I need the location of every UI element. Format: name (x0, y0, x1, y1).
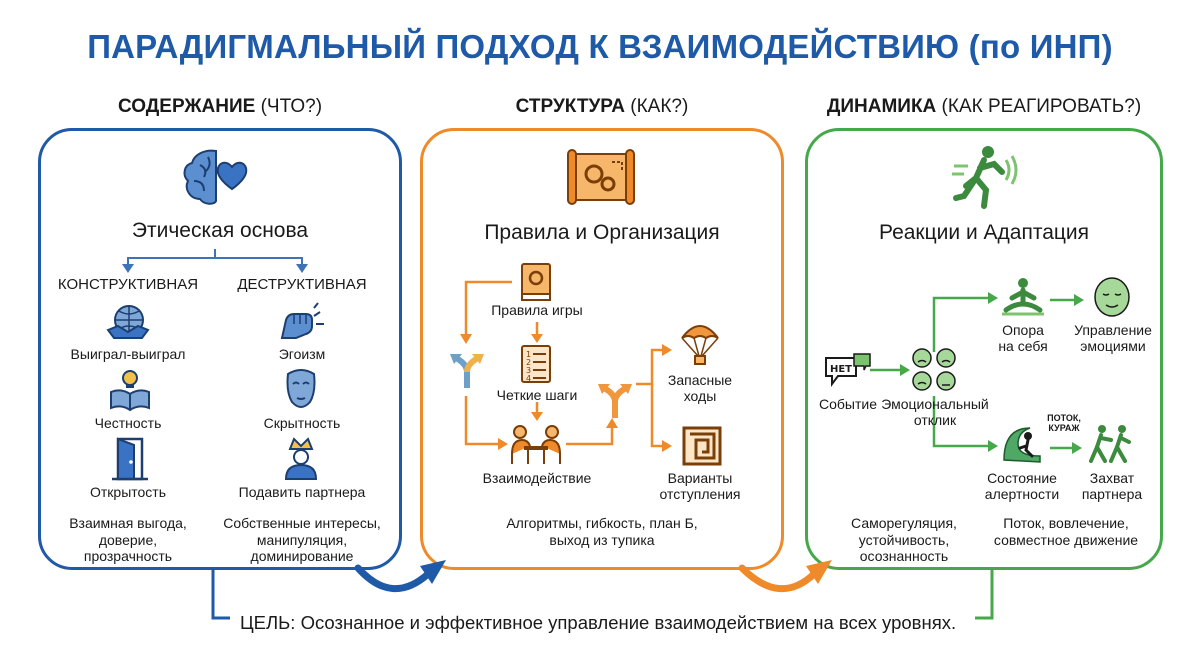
parachute-icon (681, 325, 719, 365)
event-label: Событие (819, 396, 877, 412)
crowned-person-icon (284, 437, 318, 480)
destructive-label: ДЕСТРУКТИВНАЯ (237, 276, 367, 293)
goal-line-right (975, 568, 994, 620)
constructive-caption: Взаимная выгода,доверие,прозрачность (69, 515, 187, 565)
maze-icon (682, 426, 722, 466)
structure-panel (420, 128, 784, 570)
open-door-icon (112, 437, 148, 481)
content-panel (38, 128, 402, 570)
openness-label: Открытость (89, 484, 167, 500)
fork-arrow-orange-icon (598, 384, 632, 418)
rulebook-icon (521, 263, 551, 301)
svg-text:1: 1 (526, 350, 531, 359)
page-title: ПАРАДИГМАЛЬНЫЙ ПОДХОД К ВЗАИМОДЕЙСТВИЮ (… (87, 28, 1113, 65)
content-column-header: СОДЕРЖАНИЕ (ЧТО?) (117, 96, 323, 117)
dynamics-subtitle: Реакции и Адаптация (878, 221, 1090, 244)
surfer-wave-icon (1003, 427, 1041, 463)
structure-caption: Алгоритмы, гибкость, план Б,выход из туп… (506, 515, 698, 548)
dynamics-column-header: ДИНАМИКА (КАК РЕАГИРОВАТЬ?) (826, 96, 1142, 117)
dynamics-caption-left: Саморегуляция,устойчивость,осознанность (851, 515, 957, 565)
goal-line-left (211, 568, 230, 620)
running-figure-icon (952, 146, 1018, 209)
book-lightbulb-icon (110, 370, 150, 412)
brain-heart-icon (183, 149, 248, 205)
suppress-partner-label: Подавить партнера (238, 484, 366, 500)
event-speech-bubble-icon: НЕТ (825, 353, 871, 387)
event-badge-text: НЕТ (830, 364, 852, 375)
egoism-label: Эгоизм (278, 346, 326, 362)
blueprint-gears-icon (567, 149, 635, 205)
arrow-structure-to-dynamics (738, 564, 818, 592)
dynamics-caption-right: Поток, вовлечение,совместное движение (993, 515, 1139, 548)
svg-text:2: 2 (526, 358, 531, 367)
arrow-content-to-structure (354, 564, 432, 592)
rules-label: Правила игры (491, 302, 583, 318)
structure-column-header: СТРУКТУРА (КАК?) (515, 96, 689, 117)
honesty-label: Честность (94, 415, 162, 431)
meditation-figure-icon (1002, 278, 1044, 316)
interaction-label: Взаимодействие (482, 470, 592, 486)
destructive-caption: Собственные интересы,манипуляция,доминир… (223, 515, 381, 565)
dynamics-flow-arrows (870, 292, 1084, 454)
constructive-label: КОНСТРУКТИВНАЯ (57, 276, 199, 293)
svg-text:4: 4 (526, 374, 531, 383)
meeting-table-icon (511, 425, 561, 464)
steps-label: Четкие шаги (496, 387, 578, 403)
fist-icon (280, 302, 324, 339)
win-win-label: Выиграл-выиграл (70, 346, 186, 362)
goal-statement: ЦЕЛЬ: Осознанное и эффективное управлени… (240, 612, 957, 633)
calm-face-icon (1094, 277, 1130, 317)
fork-arrow-icon (450, 354, 484, 388)
content-subtitle: Этическая основа (131, 219, 309, 242)
running-pair-icon (1089, 425, 1131, 463)
numbered-list-icon: 1 2 3 4 (521, 345, 551, 383)
content-branch-arrows (122, 249, 308, 273)
emotion-faces-icon (912, 348, 956, 391)
handshake-globe-icon (106, 305, 150, 339)
structure-subtitle: Правила и Организация (484, 221, 720, 244)
mask-icon (286, 369, 316, 408)
secrecy-label: Скрытность (263, 415, 341, 431)
flow-courage-badge: ПОТОК,КУРАЖ (1047, 413, 1081, 433)
svg-text:3: 3 (526, 366, 531, 375)
structure-flow-arrows (460, 280, 672, 452)
